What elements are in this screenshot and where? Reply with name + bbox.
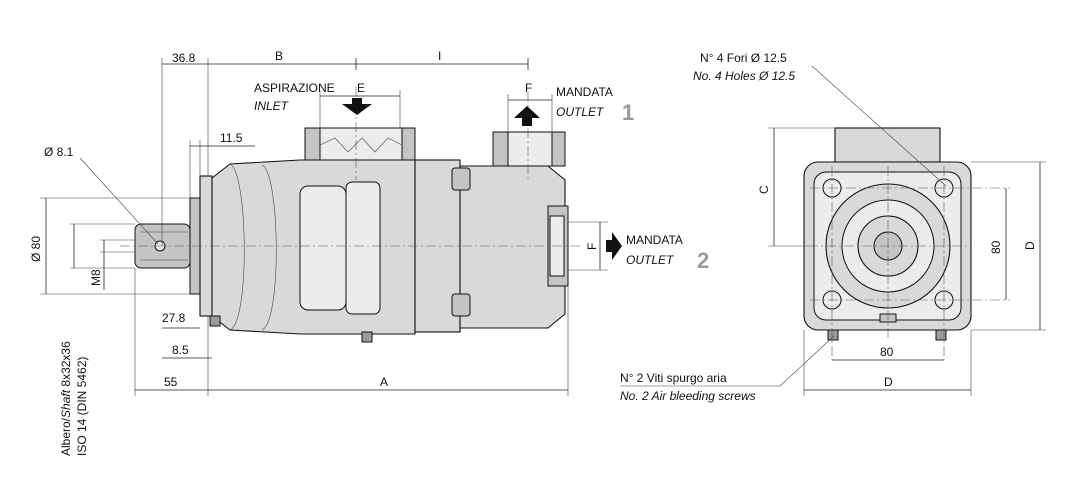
dim-d-right: D (1023, 241, 1037, 250)
inlet-label-it: ASPIRAZIONE (254, 81, 335, 95)
outlet1-number: 1 (622, 100, 634, 125)
front-inlet-boss (834, 127, 941, 163)
side-dimension-lines (40, 58, 608, 396)
outlet1-label-it: MANDATA (556, 85, 613, 99)
outlet2-number: 2 (697, 248, 709, 273)
shaft-spec-size: 8x32x36 (59, 341, 73, 390)
outlet1-arrow-icon (514, 106, 540, 126)
dim-c: C (757, 185, 771, 194)
pump-side-view (134, 127, 569, 343)
front-view-text: N° 4 Fori Ø 12.5 No. 4 Holes Ø 12.5 C 80… (620, 51, 1037, 403)
shaft-spec-standard: ISO 14 (DIN 5462) (75, 357, 89, 456)
outlet2-label-en: OUTLET (626, 253, 675, 267)
holes-label-it: N° 4 Fori Ø 12.5 (700, 51, 787, 65)
shaft-spec: Albero/Shaft 8x32x36 ISO 14 (DIN 5462) (59, 341, 89, 456)
inlet-arrow-icon (342, 98, 372, 115)
shaft-spec-shaft: Shaft (59, 389, 73, 418)
port-labels: ASPIRAZIONE INLET MANDATA OUTLET 1 MANDA… (254, 81, 709, 273)
dim-f-top: F (525, 81, 532, 95)
dim-i: I (438, 49, 441, 63)
dim-shaft-hole: Ø 8.1 (44, 145, 74, 159)
dim-80-right: 80 (989, 240, 1003, 254)
bleed-screw-icon (827, 329, 839, 341)
dim-b: B (275, 49, 283, 63)
dim-f-side: F (585, 243, 599, 250)
dim-8-5: 8.5 (172, 343, 189, 357)
dim-m8: M8 (89, 269, 103, 286)
housing-recess (299, 185, 347, 311)
dim-flange-dia: Ø 80 (29, 236, 43, 262)
bleed-label-it: N° 2 Viti spurgo aria (620, 371, 727, 385)
svg-text:Albero/Shaft 8x32x36: Albero/Shaft 8x32x36 (59, 341, 73, 456)
dim-11-5: 11.5 (220, 131, 243, 145)
front-dimension-lines (620, 65, 1046, 396)
outlet1-label-en: OUTLET (556, 105, 605, 119)
dim-a: A (380, 375, 388, 389)
dim-36-8: 36.8 (172, 51, 196, 65)
dim-27-8: 27.8 (162, 311, 186, 325)
bleed-screw-icon (935, 329, 947, 341)
pump-front-view (803, 127, 972, 341)
outlet2-arrow-icon (606, 232, 622, 260)
housing-rib (345, 181, 381, 315)
dim-d-bottom: D (884, 375, 893, 389)
outlet2-label-it: MANDATA (626, 233, 683, 247)
dim-80-bottom: 80 (880, 345, 894, 359)
side-dimension-text: 36.8 B I E F 11.5 Ø 8.1 Ø 80 M8 27.8 8.5… (29, 49, 599, 389)
inlet-label-en: INLET (254, 99, 290, 113)
bleed-label-en: No. 2 Air bleeding screws (620, 389, 756, 403)
holes-label-en: No. 4 Holes Ø 12.5 (693, 69, 795, 83)
dim-55: 55 (164, 375, 178, 389)
dim-e: E (357, 81, 365, 95)
shaft-spec-prefix: Albero/ (59, 417, 73, 456)
